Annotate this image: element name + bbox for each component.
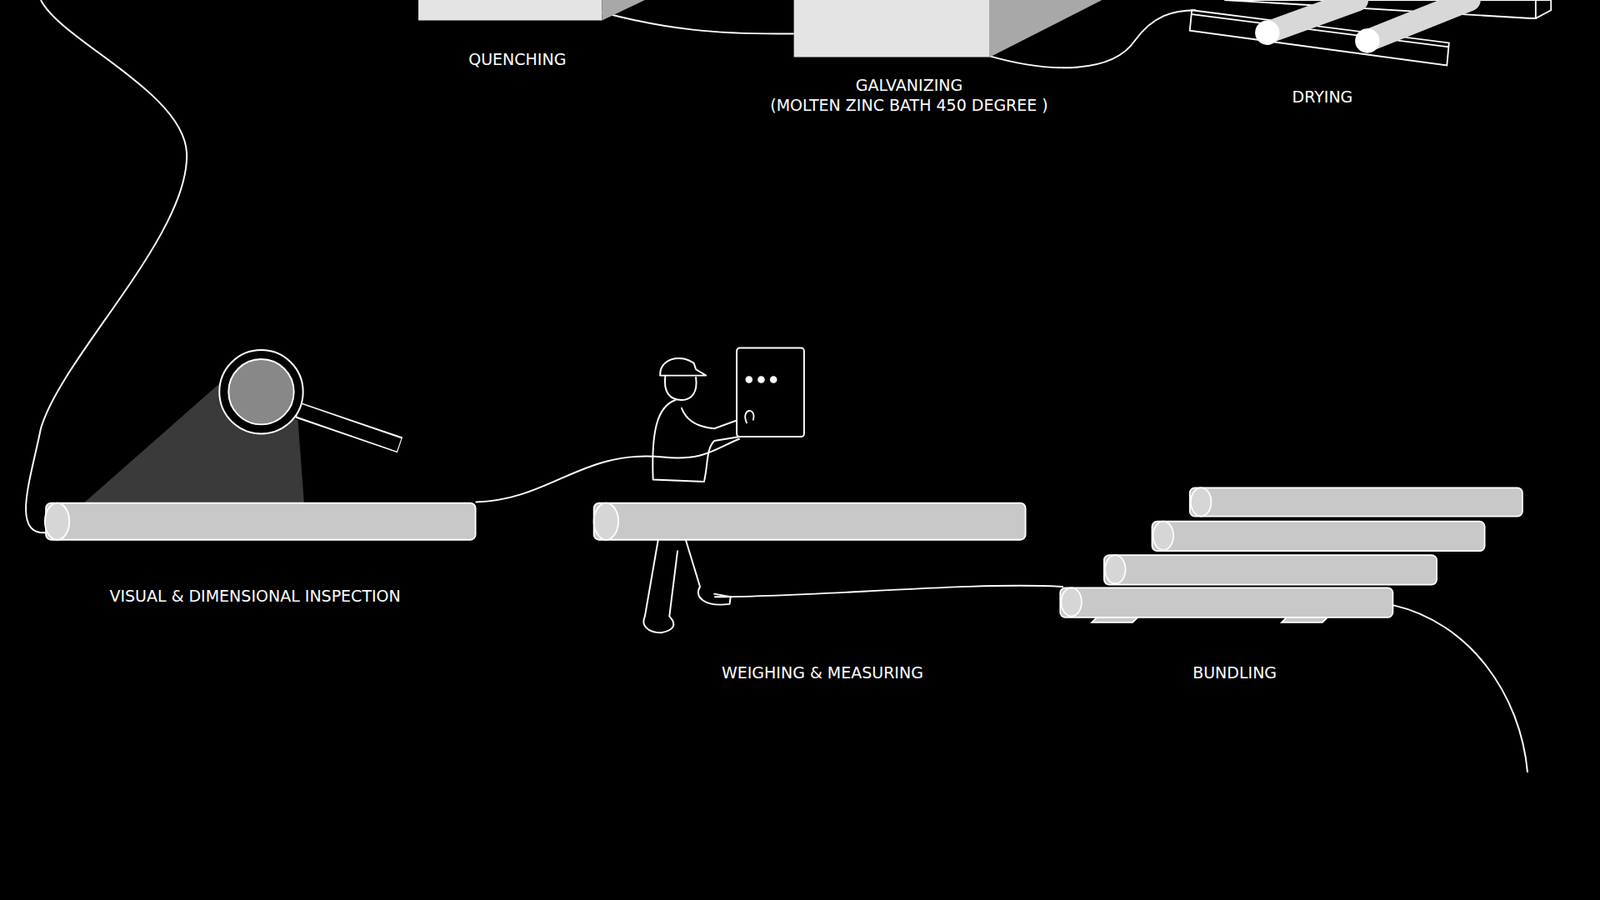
stage-label: GALVANIZING xyxy=(855,75,963,95)
stage-label: (MOLTEN ZINC BATH 450 DEGREE ) xyxy=(770,95,1049,115)
stage-label: DRYING xyxy=(1292,87,1354,107)
stage-label: WEIGHING & MEASURING xyxy=(721,663,924,683)
stage-label: QUENCHING xyxy=(468,50,566,70)
stage-label: BUNDLING xyxy=(1192,663,1277,683)
stage-label: VISUAL & DIMENSIONAL INSPECTION xyxy=(109,586,400,606)
